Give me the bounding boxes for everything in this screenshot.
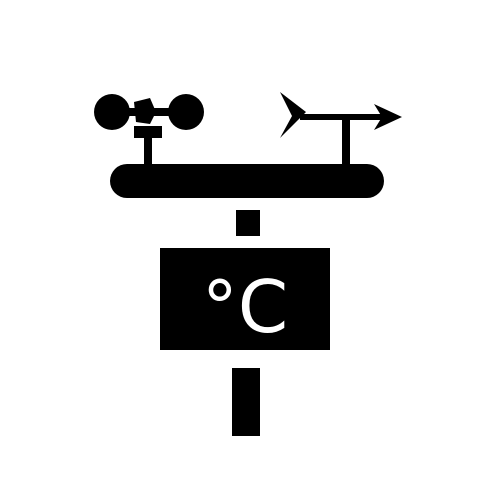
- pole-upper: [236, 210, 260, 236]
- temperature-unit-label: °C: [202, 265, 288, 349]
- anemometer-mast: [144, 138, 152, 168]
- anemometer-hub: [134, 98, 156, 124]
- wind-vane-shaft: [300, 114, 382, 120]
- anemometer-cup-left: [94, 94, 130, 130]
- pole-lower: [232, 368, 260, 436]
- anemometer-cup-right: [168, 94, 204, 130]
- anemometer-icon: [94, 94, 204, 168]
- anemometer-collar: [134, 126, 162, 138]
- wind-vane-arrowhead: [374, 104, 402, 130]
- crossbar: [110, 164, 384, 198]
- wind-vane-icon: [280, 92, 402, 168]
- temperature-display-panel: [160, 248, 330, 350]
- wind-vane-tail: [280, 92, 306, 138]
- wind-vane-mast: [342, 118, 350, 168]
